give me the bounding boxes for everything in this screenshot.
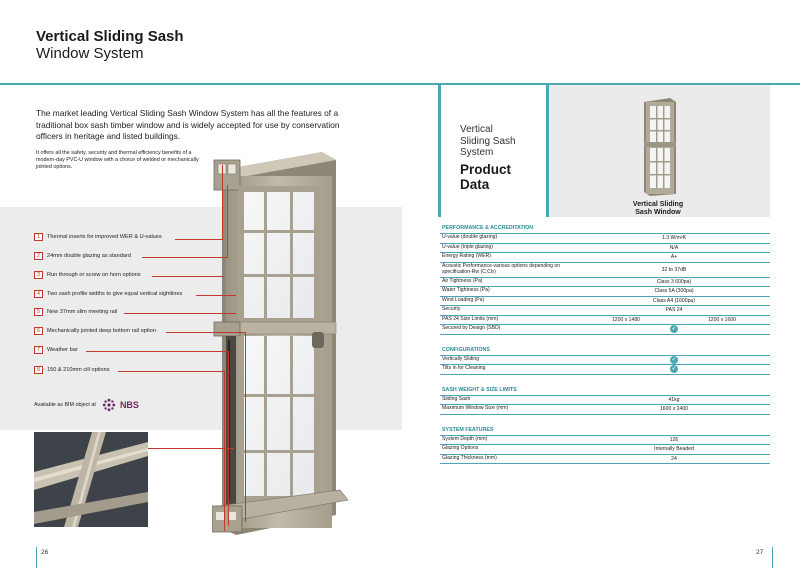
- section-heading: SYSTEM FEATURES: [440, 424, 770, 436]
- table-row: Acoustic Performance-various options dep…: [440, 263, 770, 278]
- table-row: Air Tightness (Pa) Class 3 600pa): [440, 278, 770, 287]
- feature-item: 3 Run through or screw on horn options: [34, 271, 141, 279]
- product-heading-main: Product Data: [460, 162, 512, 192]
- glazing-bar-closeup-image: [34, 432, 148, 527]
- title-bold: Vertical Sliding Sash: [36, 28, 184, 45]
- table-row: Maximum Window Size (mm) 1600 x 2400: [440, 405, 770, 415]
- callout-leader-1: [175, 239, 223, 240]
- header-rule: [0, 83, 800, 85]
- product-data-header: [438, 85, 776, 217]
- table-row: Vertically Sliding ✓: [440, 355, 770, 365]
- callout-leader-2v: [227, 185, 228, 258]
- sash-window-thumbnail-image: [644, 98, 676, 196]
- table-row: Glazing Thickness (mm) 24: [440, 455, 770, 464]
- product-heading-sub: Vertical Sliding Sash System: [460, 124, 516, 158]
- section-heading: SASH WEIGHT & SIZE LIMITS: [440, 384, 770, 396]
- callout-leader-4: [196, 295, 236, 296]
- table-row: System Depth (mm) 126: [440, 436, 770, 445]
- callout-leader-2: [142, 257, 228, 258]
- product-caption: Vertical Sliding Sash Window: [632, 201, 684, 216]
- feature-item: 7 Weather bar: [34, 346, 78, 354]
- page-number-rule: [772, 547, 773, 568]
- callout-leader-6v: [245, 332, 246, 522]
- table-row: Glazing Options Internally Beaded: [440, 445, 770, 455]
- page-number-right: 27: [756, 549, 764, 556]
- callout-leader-7v: [228, 351, 229, 526]
- window-illustration: [211, 150, 412, 540]
- table-row: Secured by Design (SBD) ✓: [440, 325, 770, 335]
- table-row: PAS 24 Size Limits (mm) 1200 x 1480 1200…: [440, 316, 770, 325]
- bim-badge[interactable]: Available as BIM object at NBS: [34, 398, 139, 412]
- section-heading: PERFORMANCE & ACCREDITATION: [440, 222, 770, 234]
- callout-leader-8v: [224, 371, 225, 531]
- feature-item: 2 24mm double glazing as standard: [34, 252, 131, 260]
- table-row: Tilts in for Cleaning ✓: [440, 365, 770, 375]
- table-row: Water Tightness (Pa) Class 5A (300pa): [440, 287, 770, 297]
- feature-item: 1 Thermal inserts for improved WER & U-v…: [34, 233, 162, 241]
- heading-divider: [546, 85, 549, 217]
- nbs-brand: NBS: [119, 400, 139, 410]
- callout-leader-1v: [222, 165, 223, 240]
- sub-intro-paragraph: It offers all the safety, security and t…: [36, 150, 199, 171]
- table-row: Wind Loading (Pa) Class A4 (1600pa): [440, 297, 770, 306]
- table-row: U-value (triple glazing) N/A: [440, 244, 770, 253]
- table-row: Security PAS 24: [440, 306, 770, 316]
- section-heading: CONFIGURATIONS: [440, 344, 770, 356]
- feature-item: 8 150 & 210mm cill options: [34, 366, 110, 374]
- table-row: Sliding Sash 41kg: [440, 396, 770, 405]
- callout-leader-8: [118, 371, 224, 372]
- sash-window-cutaway-image: [211, 152, 349, 535]
- check-icon: ✓: [670, 325, 678, 334]
- table-row: Energy Rating (WER) A+: [440, 253, 770, 263]
- page-number-left: 26: [41, 549, 49, 556]
- feature-item: 4 Two sash profile widths to give equal …: [34, 290, 182, 298]
- bim-label: Available as BIM object at: [34, 402, 96, 408]
- nbs-logo-icon: [102, 398, 116, 412]
- feature-item: 6 Mechanically jointed deep bottom rail …: [34, 327, 156, 335]
- page-title: Vertical Sliding Sash Window System: [36, 28, 184, 62]
- check-icon: ✓: [670, 365, 678, 374]
- glazing-bar-photo: [34, 432, 148, 527]
- callout-leader-6: [166, 332, 246, 333]
- table-row: U-value (double glazing) 1.3 W/m²K: [440, 234, 770, 244]
- callout-leader-7: [86, 351, 228, 352]
- photo-leader: [148, 448, 234, 449]
- spec-table: PERFORMANCE & ACCREDITATION U-value (dou…: [440, 222, 770, 464]
- check-icon: ✓: [670, 355, 678, 364]
- feature-item: 5 New 37mm slim meeting rail: [34, 308, 117, 316]
- intro-paragraph: The market leading Vertical Sliding Sash…: [36, 108, 340, 141]
- product-heading-box: [441, 85, 546, 217]
- callout-leader-3: [152, 276, 224, 277]
- callout-leader-5: [124, 313, 236, 314]
- title-light: Window System: [36, 45, 144, 62]
- page-number-rule: [36, 547, 37, 568]
